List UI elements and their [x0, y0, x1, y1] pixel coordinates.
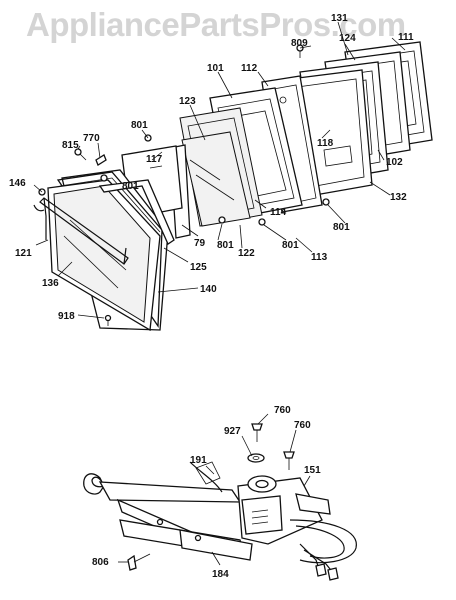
outer-door-136 — [47, 177, 161, 332]
callout-121: 121 — [15, 248, 32, 259]
callout-132: 132 — [390, 192, 407, 203]
callout-760-a: 760 — [274, 405, 291, 416]
screw-806 — [127, 553, 151, 571]
latch-bracket-184 — [119, 518, 253, 561]
latch-wires — [289, 519, 357, 581]
door-handle-121 — [33, 197, 129, 265]
screw-918 — [104, 314, 112, 326]
callout-102: 102 — [386, 157, 403, 168]
callout-801-a: 801 — [131, 120, 148, 131]
callout-123: 123 — [179, 96, 196, 107]
callout-136: 136 — [42, 278, 59, 289]
screw-801-c — [218, 216, 226, 224]
callout-146: 146 — [9, 178, 26, 189]
screw-801-b — [100, 174, 108, 182]
callout-184: 184 — [212, 569, 229, 580]
callout-770: 770 — [83, 133, 100, 144]
callout-760-b: 760 — [294, 420, 311, 431]
callout-113: 113 — [311, 252, 328, 263]
callout-815: 815 — [62, 140, 79, 151]
door-trim-125 — [98, 179, 175, 245]
callout-140: 140 — [200, 284, 217, 295]
callout-801-b: 801 — [122, 181, 139, 192]
callout-809: 809 — [291, 38, 308, 49]
screw-760-b — [283, 451, 295, 470]
screw-801-e — [322, 198, 330, 206]
callout-111: 111 — [398, 32, 414, 43]
callout-122: 122 — [238, 248, 255, 259]
spacer-927 — [247, 453, 265, 463]
callout-125: 125 — [190, 262, 207, 273]
callout-114: 114 — [270, 207, 287, 218]
callout-124: 124 — [339, 33, 356, 44]
callout-191: 191 — [190, 455, 207, 466]
callout-151: 151 — [304, 465, 321, 476]
callout-79: 79 — [194, 238, 206, 249]
callout-117: 117 — [146, 154, 163, 165]
callout-101: 101 — [207, 63, 224, 74]
callout-131: 131 — [331, 13, 348, 24]
glass-pane-114 — [181, 131, 251, 227]
callout-927: 927 — [224, 426, 241, 437]
callout-112: 112 — [241, 63, 258, 74]
screw-770 — [95, 154, 107, 166]
screw-760-a — [251, 423, 263, 442]
screw-801-d — [258, 218, 266, 226]
callout-806: 806 — [92, 557, 109, 568]
latch-motor-151 — [237, 475, 331, 545]
callout-801-e: 801 — [333, 222, 350, 233]
callout-118: 118 — [317, 138, 334, 149]
callout-801-c: 801 — [217, 240, 234, 251]
callout-801-d: 801 — [282, 240, 299, 251]
callout-918: 918 — [58, 311, 75, 322]
